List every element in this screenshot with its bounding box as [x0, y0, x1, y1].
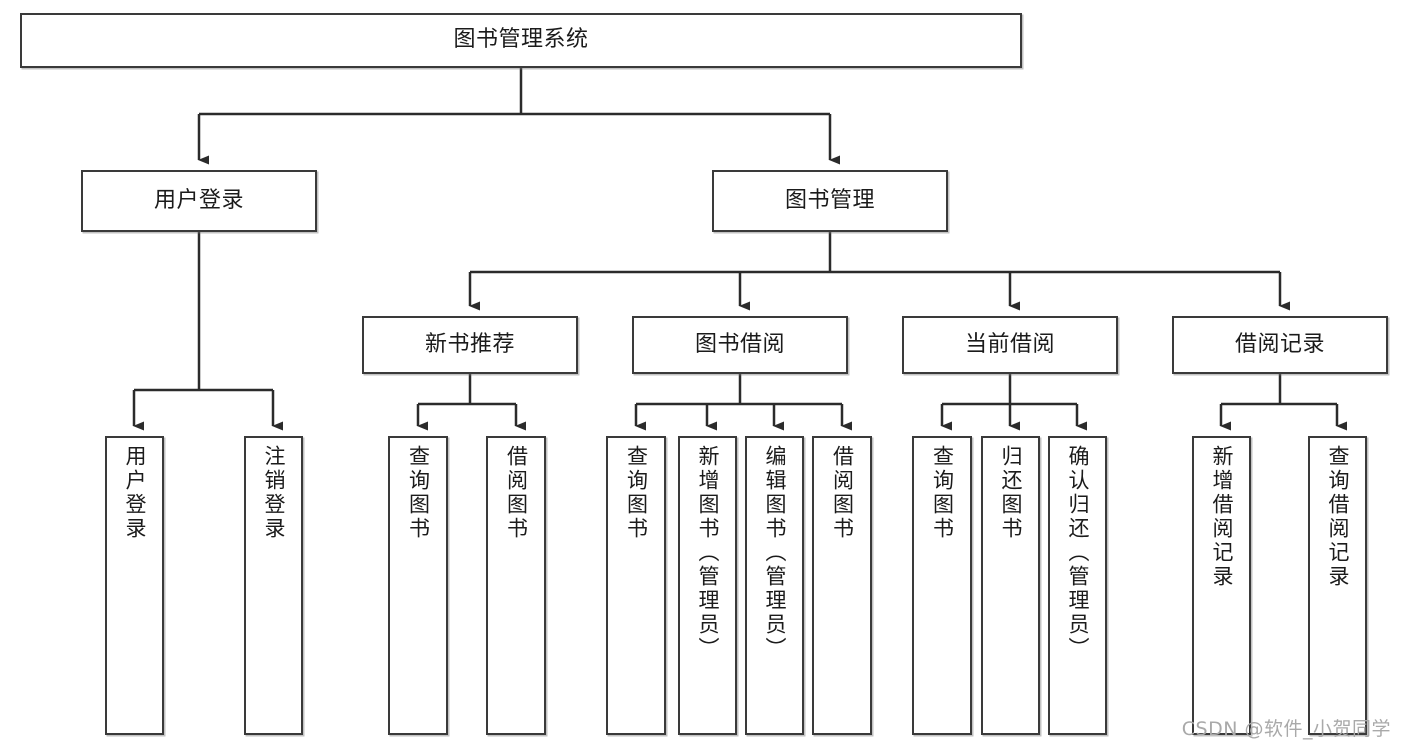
node-leaf-query-book-1[interactable]: 查询图书 — [388, 436, 448, 735]
node-leaf-add-record[interactable]: 新增借阅记录 — [1192, 436, 1251, 735]
node-book-manage-label: 图书管理 — [784, 187, 875, 213]
node-current-borrow[interactable]: 当前借阅 — [902, 316, 1118, 374]
node-leaf-add-book-admin-label: 新增图书（管理员） — [696, 445, 720, 661]
node-leaf-confirm-return-admin[interactable]: 确认归还（管理员） — [1048, 436, 1107, 735]
node-leaf-query-record-label: 查询借阅记录 — [1326, 445, 1350, 589]
node-leaf-return-book-label: 归还图书 — [999, 445, 1023, 541]
node-leaf-query-book-2[interactable]: 查询图书 — [606, 436, 666, 735]
node-new-book-rec[interactable]: 新书推荐 — [362, 316, 578, 374]
node-leaf-query-record[interactable]: 查询借阅记录 — [1308, 436, 1367, 735]
node-leaf-borrow-book-1-label: 借阅图书 — [504, 445, 529, 541]
node-leaf-borrow-book-2-label: 借阅图书 — [830, 445, 855, 541]
node-book-borrow[interactable]: 图书借阅 — [632, 316, 848, 374]
node-leaf-query-book-3[interactable]: 查询图书 — [912, 436, 972, 735]
node-leaf-logout-label: 注销登录 — [262, 445, 286, 541]
node-leaf-query-book-1-label: 查询图书 — [406, 445, 431, 541]
node-leaf-edit-book-admin[interactable]: 编辑图书（管理员） — [745, 436, 804, 735]
node-leaf-query-book-2-label: 查询图书 — [624, 445, 649, 541]
node-leaf-borrow-book-1[interactable]: 借阅图书 — [486, 436, 546, 735]
node-leaf-query-book-3-label: 查询图书 — [930, 445, 955, 541]
node-root[interactable]: 图书管理系统 — [20, 13, 1022, 68]
node-borrow-record[interactable]: 借阅记录 — [1172, 316, 1388, 374]
node-user-login-label: 用户登录 — [153, 187, 244, 213]
node-leaf-return-book[interactable]: 归还图书 — [981, 436, 1040, 735]
node-user-login[interactable]: 用户登录 — [81, 170, 317, 232]
watermark-text: CSDN @软件_小贺同学 — [1181, 718, 1391, 740]
node-leaf-borrow-book-2[interactable]: 借阅图书 — [812, 436, 872, 735]
node-leaf-confirm-return-admin-label: 确认归还（管理员） — [1066, 445, 1090, 661]
node-leaf-add-record-label: 新增借阅记录 — [1210, 445, 1234, 589]
node-new-book-rec-label: 新书推荐 — [424, 331, 515, 357]
node-leaf-user-login[interactable]: 用户登录 — [105, 436, 164, 735]
node-leaf-add-book-admin[interactable]: 新增图书（管理员） — [678, 436, 737, 735]
node-leaf-edit-book-admin-label: 编辑图书（管理员） — [763, 445, 787, 661]
node-leaf-logout[interactable]: 注销登录 — [244, 436, 303, 735]
node-current-borrow-label: 当前借阅 — [964, 331, 1055, 357]
node-borrow-record-label: 借阅记录 — [1234, 331, 1325, 357]
node-leaf-user-login-label: 用户登录 — [123, 445, 147, 541]
node-book-borrow-label: 图书借阅 — [694, 331, 785, 357]
node-book-manage[interactable]: 图书管理 — [712, 170, 948, 232]
node-root-label: 图书管理系统 — [453, 27, 589, 53]
